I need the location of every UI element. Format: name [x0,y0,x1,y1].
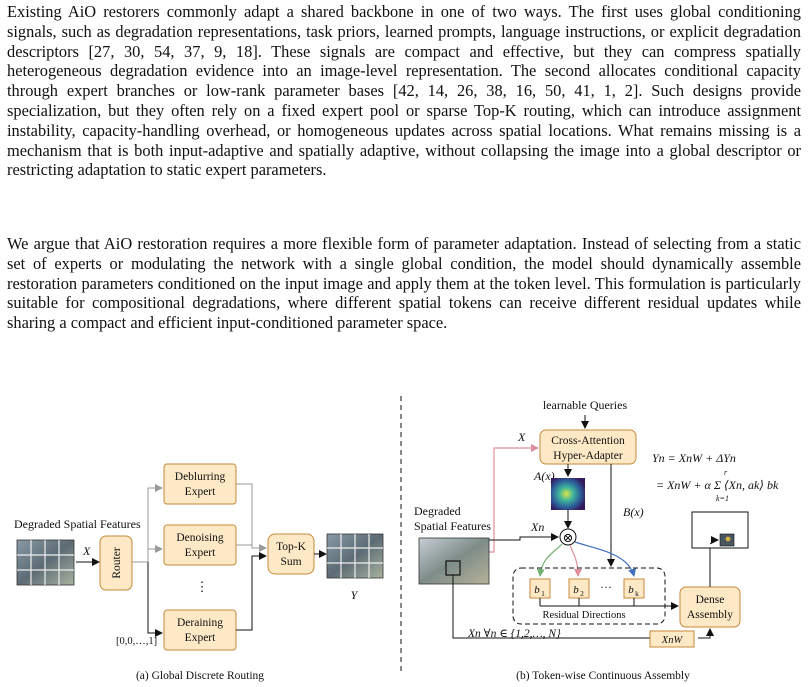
svg-text:Expert: Expert [185,547,216,559]
arrow-xn-to-otimes [489,533,559,541]
arrow-to-output-token [709,536,719,545]
residual-directions-box [512,567,666,625]
otimes-symbol: ⊗ [563,530,574,545]
equation-sum-bottom: k=1 [716,494,729,503]
left-y-label: Y [351,588,359,602]
expert-deraining: Deraining Expert [163,609,237,651]
xnw-box [649,630,695,648]
caption-a: (a) Global Discrete Routing [136,670,264,682]
svg-text:2: 2 [580,589,584,598]
route-line-deblurring [132,484,163,563]
svg-text:b: b [573,584,579,596]
left-output-image [326,533,384,579]
route-line-deraining [147,562,163,637]
experts-ellipsis: ⋮ [196,579,209,594]
router-label: Router [111,547,123,578]
svg-text:Expert: Expert [185,486,216,498]
queries-label: learnable Queries [543,398,628,412]
forall-label: Xn ∀n ∈ {1,2,…, N} [467,628,561,640]
hyper-adapter-box: Cross-Attention Hyper-Adapter [539,429,637,465]
basis-b1: b 1 [529,578,551,599]
arrow-x-to-adapter [489,444,539,553]
equation-sum-top: r [724,468,728,477]
right-output-box [691,511,749,549]
line-deblurring-to-topk [236,483,267,552]
arrow-otimes-to-b1 [536,543,563,577]
otimes-node [559,528,577,546]
arrow-otimes-to-bk [574,541,637,577]
svg-text:1: 1 [541,589,545,598]
residual-label: Residual Directions [542,610,625,621]
attention-heatmap [551,478,585,510]
ax-label: A(x) [533,469,555,483]
line-deraining-to-topk [236,552,267,631]
bases-ellipsis: ··· [600,580,612,594]
svg-text:Sum: Sum [280,556,301,568]
paragraph-1: Existing AiO restorers commonly adapt a … [7,2,801,180]
left-input-label: Degraded Spatial Features [14,517,141,531]
xn-label: Xn [530,520,544,534]
topk-sum-box: Top-K Sum [267,533,315,575]
right-x-label: X [517,430,526,444]
routing-vector: [0,0,…,1] [116,636,157,647]
basis-bk: b k [623,578,645,599]
left-input-image [16,539,75,586]
arrow-xnw-to-assembly [698,628,714,639]
svg-text:Expert: Expert [185,632,216,644]
svg-text:Dense: Dense [696,594,725,606]
svg-text:Deblurring: Deblurring [175,471,226,483]
paragraph-2: We argue that AiO restoration requires a… [7,234,801,333]
equation-line2: = XnW + α Σ ⟨Xn, ak⟩ bk [656,478,779,492]
left-x-label: X [82,544,91,558]
svg-text:Cross-Attention: Cross-Attention [551,435,625,447]
xnw-label: XnW [661,635,684,646]
line-token-bottom [452,575,678,639]
svg-text:k: k [635,589,639,598]
expert-denoising: Denoising Expert [163,524,237,566]
caption-b: (b) Token-wise Continuous Assembly [516,670,690,682]
equation-line1: Yn = XnW + ΔYn [652,451,736,465]
svg-text:Deraining: Deraining [177,617,223,629]
svg-text:Assembly: Assembly [687,609,733,621]
svg-text:Denoising: Denoising [176,532,224,544]
right-input-label-line1: Degraded [414,504,461,518]
expert-deblurring: Deblurring Expert [163,463,237,505]
svg-text:Hyper-Adapter: Hyper-Adapter [553,450,623,462]
figure-canvas: Degraded Spatial Features X Router Deblu… [14,396,779,682]
figure: Degraded Spatial Features X Router Deblu… [0,388,808,687]
svg-text:b: b [628,584,634,596]
right-input-label-line2: Spatial Features [414,519,491,533]
basis-b2: b 2 [568,578,590,599]
arrow-otimes-to-b2 [569,544,582,577]
svg-text:b: b [534,584,540,596]
bx-label: B(x) [623,505,644,519]
svg-text:Top-K: Top-K [276,541,307,553]
right-input-image [418,537,490,585]
dense-assembly-box: Dense Assembly [679,586,741,628]
router-box [99,535,133,591]
